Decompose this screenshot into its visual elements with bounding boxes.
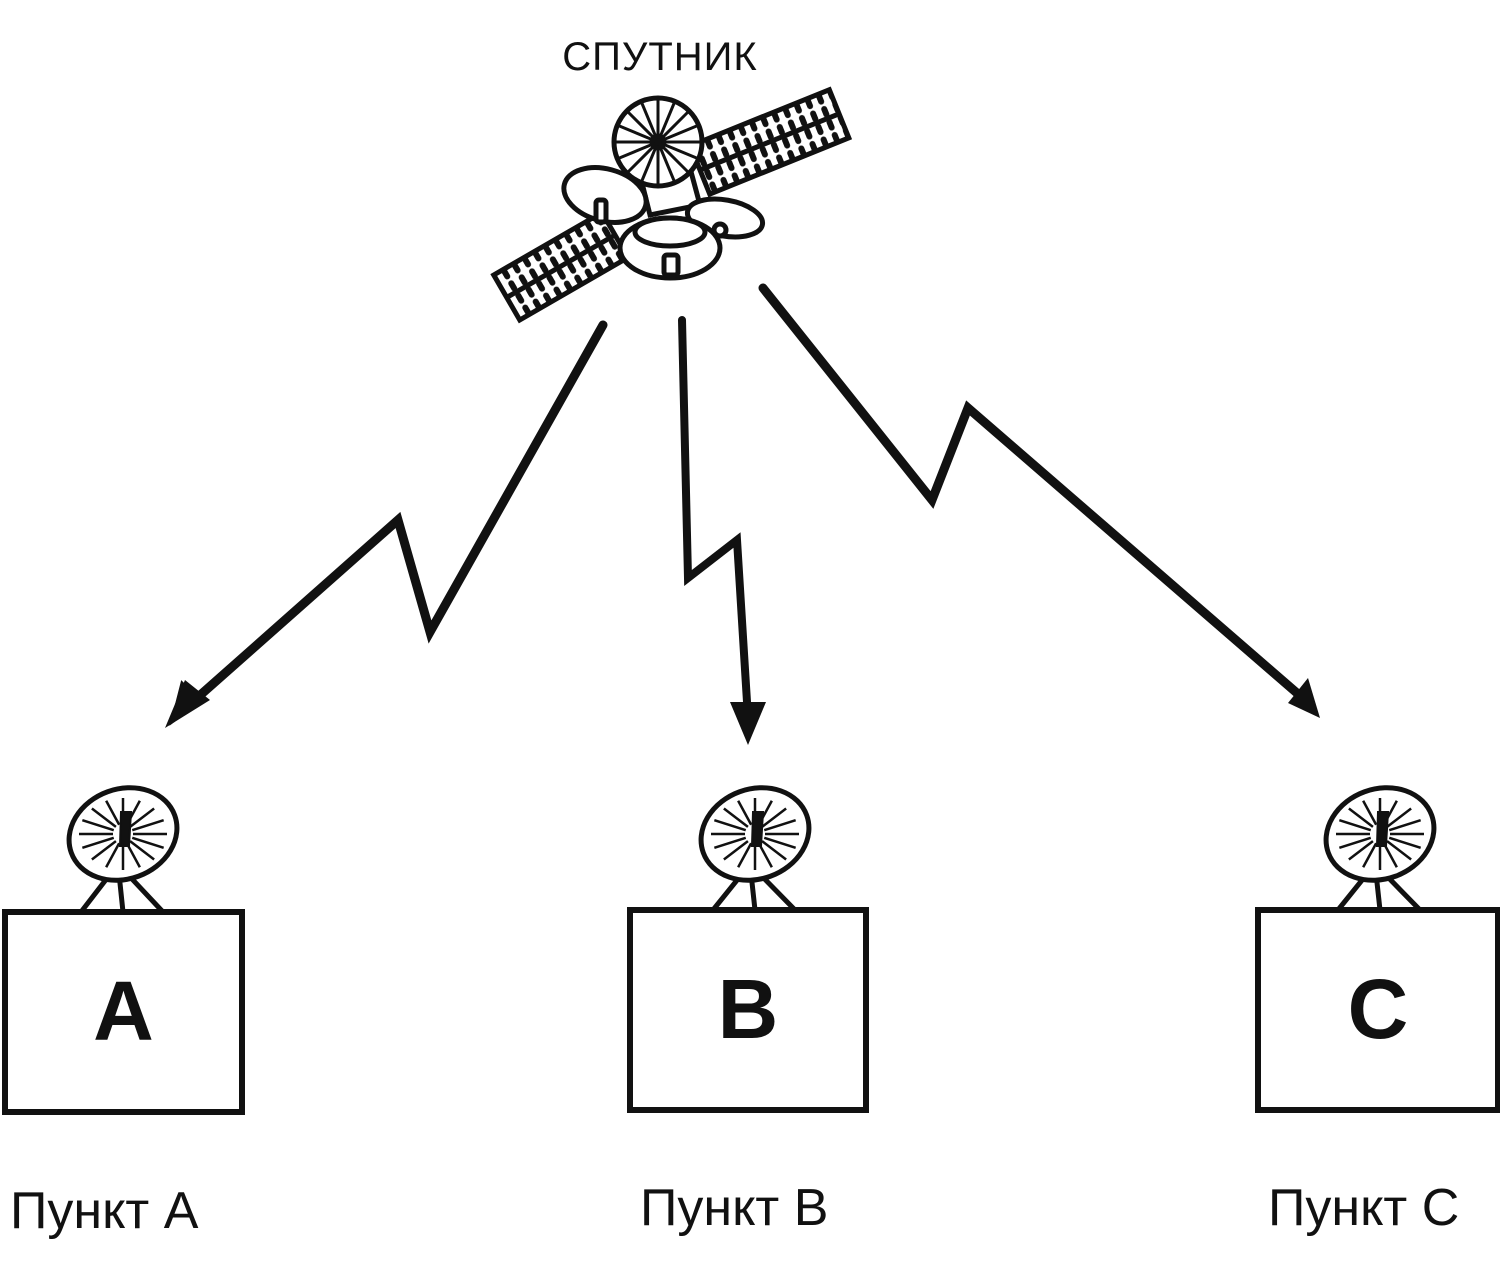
station-caption-c: Пункт С <box>1268 1179 1459 1237</box>
signal-arrow-to-a <box>165 320 608 728</box>
station-b: B <box>627 785 869 1113</box>
signal-arrow-to-b <box>678 316 766 745</box>
satellite-dish-icon <box>698 785 812 912</box>
station-box <box>627 907 869 1113</box>
station-caption-a: Пункт А <box>10 1182 199 1240</box>
satellite-dish-icon <box>1323 785 1437 912</box>
station-caption-b: Пункт В <box>640 1179 828 1237</box>
station-letter: C <box>1348 962 1409 1056</box>
station-letter: B <box>718 962 779 1056</box>
satellite-icon <box>490 86 853 324</box>
signal-arrow-to-c <box>758 283 1320 718</box>
station-box <box>1255 907 1500 1113</box>
station-box <box>2 909 245 1115</box>
satellite-label: СПУТНИК <box>562 35 757 79</box>
satellite-dish-icon <box>66 785 180 914</box>
station-a: A <box>2 785 245 1115</box>
station-c: C <box>1255 785 1500 1113</box>
station-letter: A <box>93 964 154 1058</box>
